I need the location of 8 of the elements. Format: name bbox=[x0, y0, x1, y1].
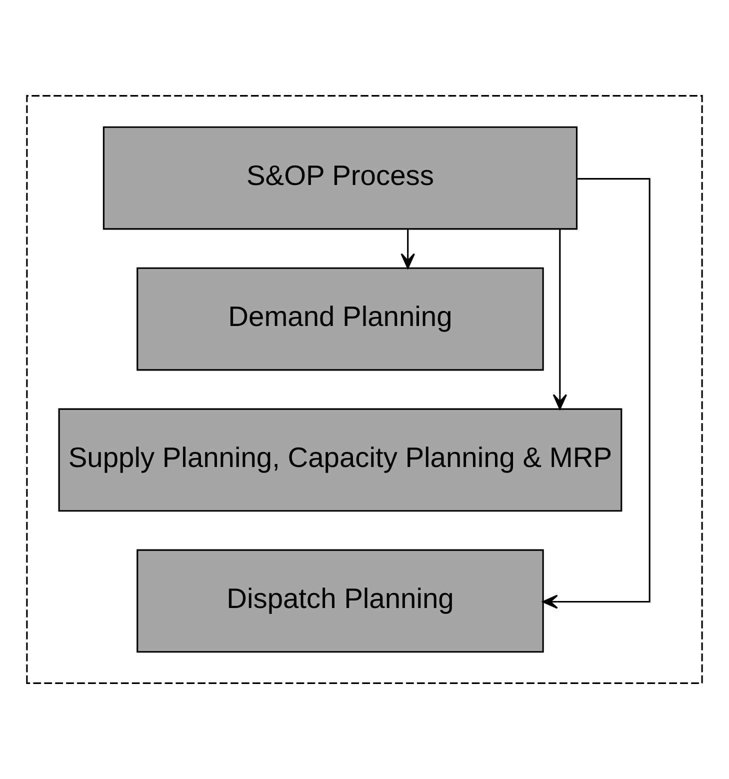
cluster bbox=[26, 95, 703, 684]
node-box: Demand Planning bbox=[136, 267, 544, 371]
node-box: S&OP Process bbox=[102, 126, 578, 230]
arrow bbox=[542, 178, 650, 609]
node-box: Supply Planning, Capacity Planning & MRP bbox=[58, 408, 622, 512]
arrow bbox=[552, 229, 568, 410]
node-box: Dispatch Planning bbox=[136, 549, 544, 653]
arrow bbox=[400, 229, 415, 269]
